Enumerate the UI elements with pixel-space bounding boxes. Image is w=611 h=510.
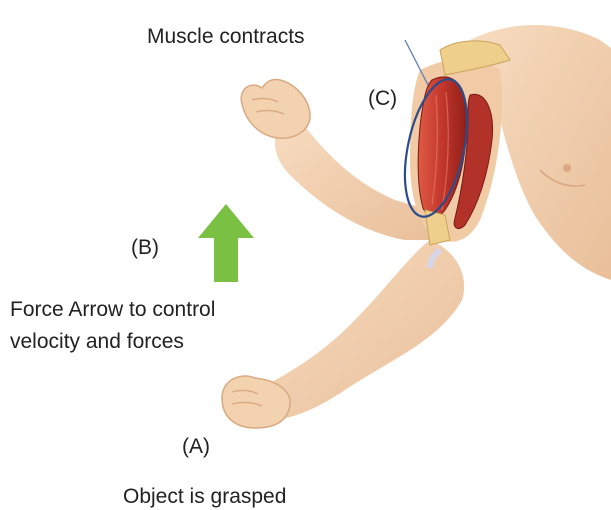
force-arrow-caption: Force Arrow to control velocity and forc… [10,294,215,358]
pointer-line [405,40,428,85]
lower-arm [222,240,464,428]
upper-fist [241,79,310,138]
label-b: (B) [131,235,159,261]
up-arrow-icon [198,204,254,282]
label-c: (C) [368,86,397,112]
label-a: (A) [182,434,210,460]
muscle-contracts-label: Muscle contracts [147,24,305,50]
upper-arm [410,41,510,245]
object-grasped-caption: Object is grasped [123,484,286,510]
